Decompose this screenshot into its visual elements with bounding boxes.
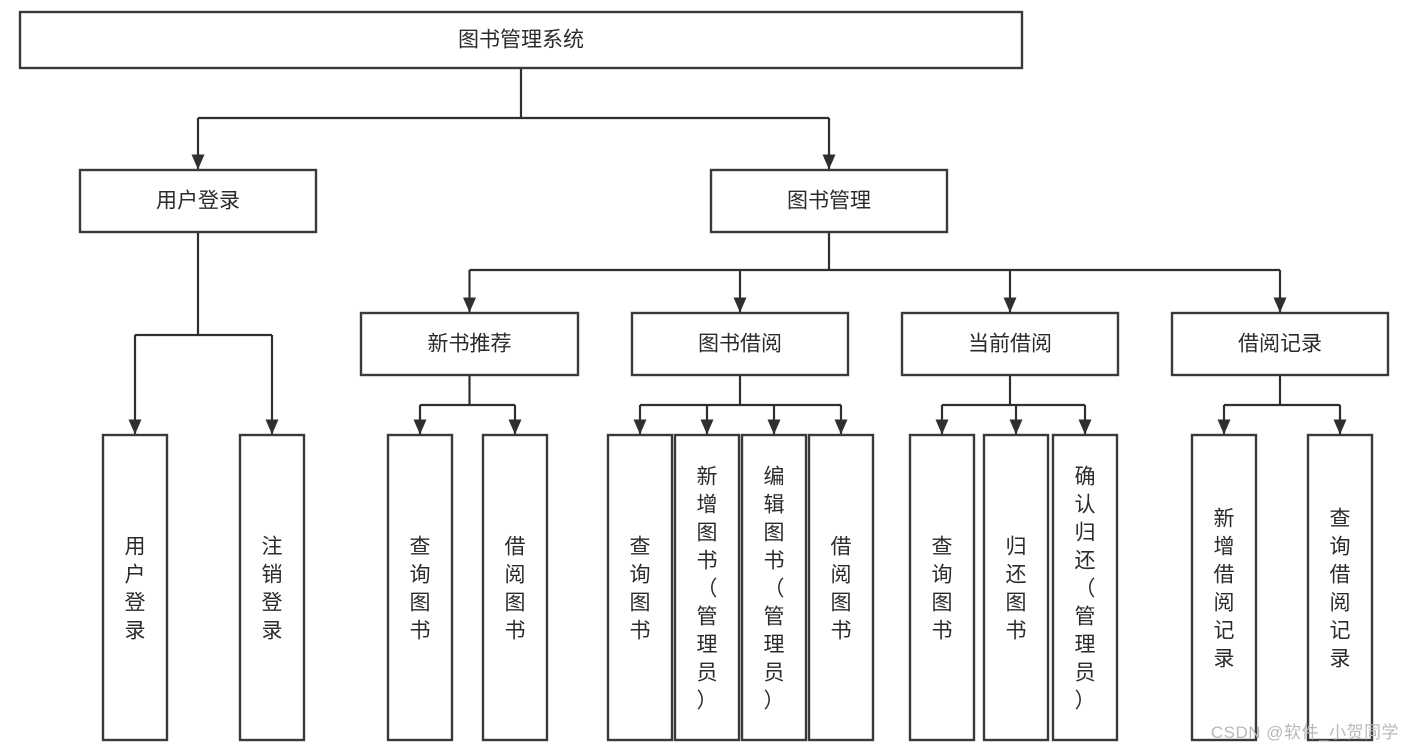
node-leaf-user-login[interactable]: 用户登录 xyxy=(101,433,169,742)
connector-arrow xyxy=(1273,297,1287,313)
node-box-book-borrow xyxy=(630,311,850,377)
node-label-leaf-query-book-borrow: 查询图书 xyxy=(630,535,651,642)
node-box-leaf-borrow-book-recommend xyxy=(481,433,549,742)
node-box-leaf-query-book-borrow xyxy=(606,433,674,742)
node-label-leaf-return-book: 归还图书 xyxy=(1006,535,1027,642)
node-label-leaf-query-book-current: 查询图书 xyxy=(932,535,953,642)
connector-arrow xyxy=(508,419,522,435)
node-leaf-borrow-book-recommend[interactable]: 借阅图书 xyxy=(481,433,549,742)
connectors-layer xyxy=(128,68,1347,435)
connector-arrow xyxy=(935,419,949,435)
node-label-leaf-add-borrow-record: 新增借阅记录 xyxy=(1214,507,1235,670)
node-box-root xyxy=(18,10,1024,70)
node-new-book-recommend[interactable]: 新书推荐 xyxy=(359,311,580,377)
node-current-borrow[interactable]: 当前借阅 xyxy=(900,311,1120,377)
node-leaf-query-book-borrow[interactable]: 查询图书 xyxy=(606,433,674,742)
node-box-leaf-borrow-book xyxy=(807,433,875,742)
node-root[interactable]: 图书管理系统 xyxy=(18,10,1024,70)
connector-arrow xyxy=(767,419,781,435)
node-label-root: 图书管理系统 xyxy=(458,29,584,52)
node-leaf-query-borrow-record[interactable]: 查询借阅记录 xyxy=(1306,433,1374,742)
connector-conn-user-login xyxy=(128,232,279,435)
node-leaf-borrow-book[interactable]: 借阅图书 xyxy=(807,433,875,742)
connector-conn-borrow-record xyxy=(1217,375,1347,435)
node-leaf-query-book-recommend[interactable]: 查询图书 xyxy=(386,433,454,742)
node-box-leaf-return-book xyxy=(982,433,1050,742)
node-box-borrow-record xyxy=(1170,311,1390,377)
connector-arrow xyxy=(191,154,205,170)
node-leaf-confirm-return[interactable]: 确认归还（管理员） xyxy=(1051,433,1119,742)
node-box-leaf-logout xyxy=(238,433,306,742)
node-leaf-edit-book[interactable]: 编辑图书（管理员） xyxy=(740,433,808,742)
connector-conn-book-borrow xyxy=(633,375,848,435)
connector-conn-new-book-recommend xyxy=(413,375,522,435)
node-label-leaf-user-login: 用户登录 xyxy=(125,535,146,642)
connector-arrow xyxy=(1217,419,1231,435)
node-user-login[interactable]: 用户登录 xyxy=(78,168,318,234)
node-book-borrow[interactable]: 图书借阅 xyxy=(630,311,850,377)
node-leaf-return-book[interactable]: 归还图书 xyxy=(982,433,1050,742)
csdn-watermark: CSDN @软件_小贺同学 xyxy=(1210,723,1399,742)
node-box-leaf-confirm-return xyxy=(1051,433,1119,742)
node-label-leaf-add-book: 新增图书（管理员） xyxy=(697,465,718,712)
connector-arrow xyxy=(1003,297,1017,313)
connector-arrow xyxy=(265,419,279,435)
node-label-leaf-borrow-book-recommend: 借阅图书 xyxy=(505,535,526,642)
connector-conn-book-manage xyxy=(463,232,1287,313)
node-label-new-book-recommend: 新书推荐 xyxy=(428,333,512,356)
node-leaf-query-book-current[interactable]: 查询图书 xyxy=(908,433,976,742)
node-label-leaf-query-book-recommend: 查询图书 xyxy=(410,535,431,642)
node-label-leaf-confirm-return: 确认归还（管理员） xyxy=(1075,465,1096,712)
connector-arrow xyxy=(1078,419,1092,435)
node-box-leaf-edit-book xyxy=(740,433,808,742)
node-leaf-add-borrow-record[interactable]: 新增借阅记录 xyxy=(1190,433,1258,742)
node-box-user-login xyxy=(78,168,318,234)
node-leaf-logout[interactable]: 注销登录 xyxy=(238,433,306,742)
connector-arrow xyxy=(1333,419,1347,435)
node-label-leaf-logout: 注销登录 xyxy=(262,535,283,642)
connector-arrow xyxy=(733,297,747,313)
connector-conn-root xyxy=(191,68,836,170)
node-label-book-borrow: 图书借阅 xyxy=(698,333,782,356)
nodes-layer: 图书管理系统用户登录图书管理新书推荐图书借阅当前借阅借阅记录用户登录注销登录查询… xyxy=(18,10,1390,742)
connector-arrow xyxy=(413,419,427,435)
node-box-current-borrow xyxy=(900,311,1120,377)
node-book-manage[interactable]: 图书管理 xyxy=(709,168,949,234)
connector-arrow xyxy=(633,419,647,435)
node-label-leaf-edit-book: 编辑图书（管理员） xyxy=(764,465,785,712)
connector-arrow xyxy=(128,419,142,435)
node-label-user-login: 用户登录 xyxy=(156,190,240,213)
node-box-new-book-recommend xyxy=(359,311,580,377)
node-label-current-borrow: 当前借阅 xyxy=(968,333,1052,356)
connector-conn-current-borrow xyxy=(935,375,1092,435)
node-box-leaf-query-book-current xyxy=(908,433,976,742)
node-box-leaf-user-login xyxy=(101,433,169,742)
node-label-book-manage: 图书管理 xyxy=(787,190,871,213)
connector-arrow xyxy=(822,154,836,170)
node-box-leaf-query-book-recommend xyxy=(386,433,454,742)
node-box-book-manage xyxy=(709,168,949,234)
node-box-leaf-add-book xyxy=(673,433,741,742)
node-box-leaf-add-borrow-record xyxy=(1190,433,1258,742)
node-leaf-add-book[interactable]: 新增图书（管理员） xyxy=(673,433,741,742)
connector-arrow xyxy=(834,419,848,435)
node-borrow-record[interactable]: 借阅记录 xyxy=(1170,311,1390,377)
node-box-leaf-query-borrow-record xyxy=(1306,433,1374,742)
connector-arrow xyxy=(700,419,714,435)
connector-arrow xyxy=(463,297,476,313)
node-label-leaf-borrow-book: 借阅图书 xyxy=(831,535,852,642)
node-label-leaf-query-borrow-record: 查询借阅记录 xyxy=(1330,507,1351,670)
connector-arrow xyxy=(1009,419,1023,435)
node-label-borrow-record: 借阅记录 xyxy=(1238,333,1322,356)
